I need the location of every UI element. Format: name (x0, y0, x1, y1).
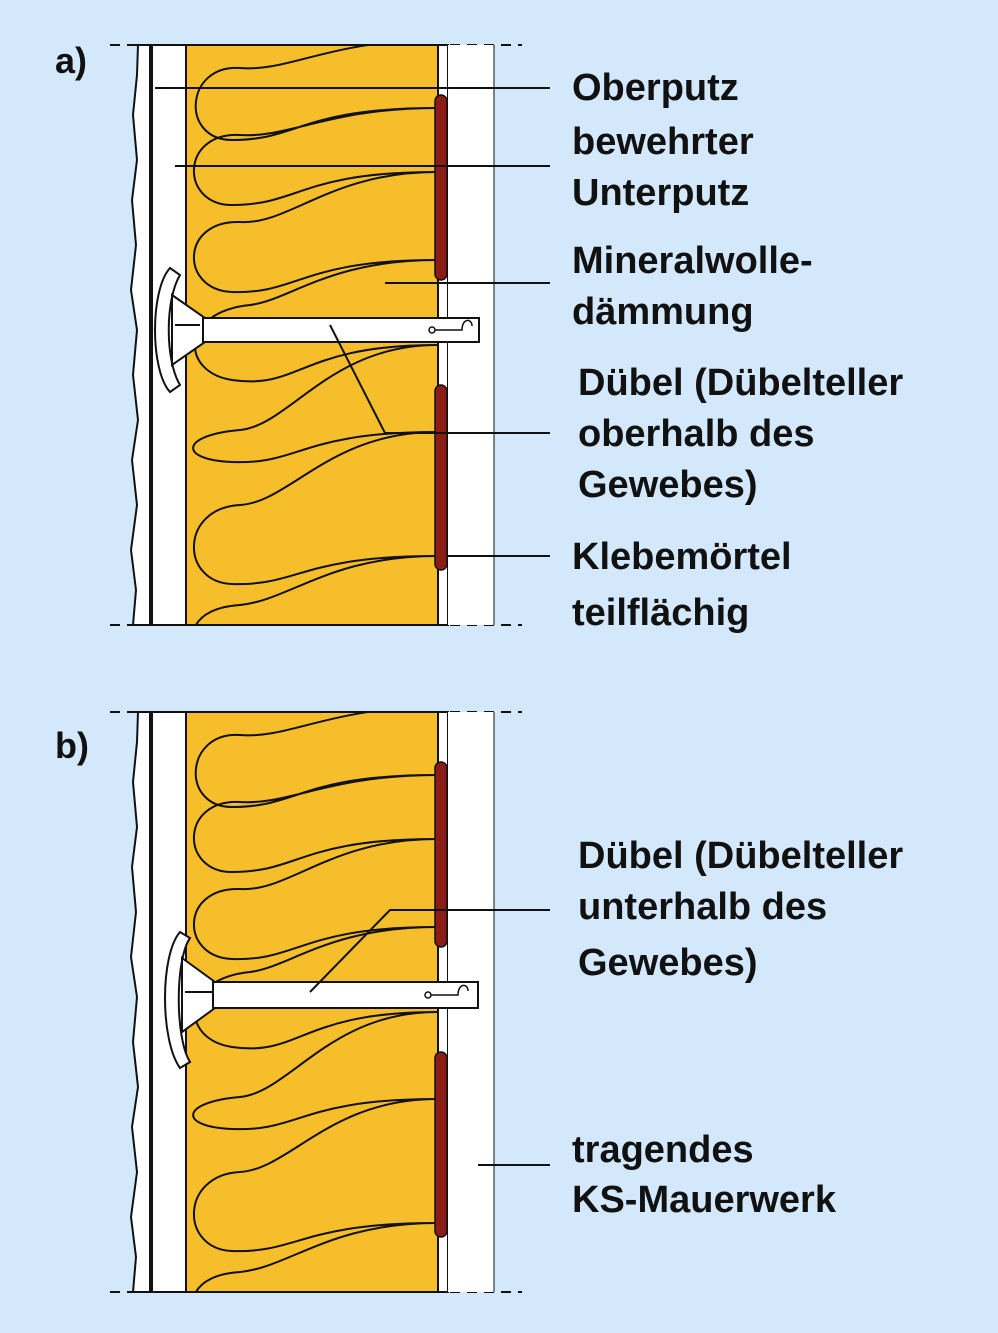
panel-b (110, 711, 550, 1293)
label-klebemoertel-line1: Klebemörtel (572, 536, 792, 578)
insulation-fiber-lines (192, 712, 438, 1292)
label-duebel-b-line2: unterhalb des (578, 886, 827, 928)
adhesive-dab (434, 761, 448, 948)
label-oberputz: Oberputz (572, 67, 739, 109)
dowel-shaft (202, 317, 480, 343)
adhesive-dab (434, 94, 448, 281)
dowel-b (164, 930, 479, 1070)
dowel-a (154, 266, 480, 394)
label-duebel-a-line1: Dübel (Dübelteller (578, 362, 903, 404)
label-duebel-a-line3: Gewebes) (578, 464, 758, 506)
label-duebel-a-line2: oberhalb des (578, 413, 815, 455)
adhesive-dab (434, 1051, 448, 1238)
label-mineralwolle-line2: dämmung (572, 291, 754, 333)
label-duebel-b-line3: Gewebes) (578, 942, 758, 984)
label-duebel-b-line1: Dübel (Dübelteller (578, 835, 903, 877)
label-unterputz-line1: bewehrter (572, 121, 754, 163)
labels: a) Oberputz bewehrter Unterputz Mineralw… (55, 40, 903, 1221)
label-mauerwerk-line1: tragendes (572, 1129, 754, 1171)
panel-a-label: a) (55, 40, 87, 81)
oberputz-layer (129, 711, 151, 1293)
label-mineralwolle-line1: Mineralwolle- (572, 240, 813, 282)
leader-duebel-b (309, 909, 550, 993)
label-unterputz-line2: Unterputz (572, 172, 749, 214)
panel-b-label: b) (55, 725, 89, 766)
insulation-fiber-lines (192, 45, 438, 625)
panel-a (110, 44, 550, 626)
leader-duebel-a (329, 324, 550, 434)
label-mauerwerk-line2: KS-Mauerwerk (572, 1179, 837, 1221)
oberputz-layer (129, 44, 151, 626)
adhesive-dab (434, 384, 448, 571)
label-klebemoertel-line2: teilflächig (572, 592, 749, 634)
